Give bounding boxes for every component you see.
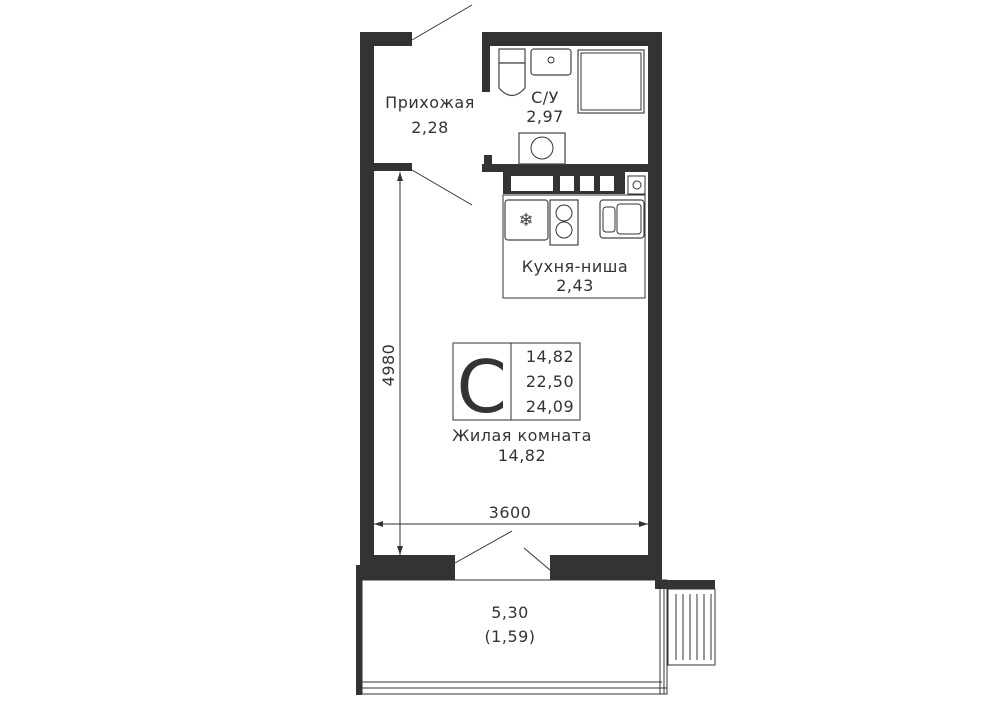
type-letter: С bbox=[457, 345, 508, 429]
bathroom-area: 2,97 bbox=[526, 107, 564, 126]
toilet-icon bbox=[498, 62, 526, 97]
balcony-area: 5,30 bbox=[491, 603, 529, 622]
door-swings bbox=[411, 4, 551, 571]
bathroom-fixtures bbox=[498, 48, 645, 165]
kitchen-sink-icon bbox=[599, 199, 645, 239]
kitchen-name: Кухня-ниша bbox=[522, 257, 628, 276]
fridge-icon bbox=[504, 199, 549, 241]
total-with-balcony-value: 24,09 bbox=[526, 397, 574, 416]
dimension-lines bbox=[374, 172, 648, 555]
total-area-value: 22,50 bbox=[526, 372, 574, 391]
living-area-value: 14,82 bbox=[526, 347, 574, 366]
summary-box: С 14,82 22,50 24,09 bbox=[452, 342, 581, 429]
height-dimension: 4980 bbox=[379, 344, 398, 387]
living-room-area: 14,82 bbox=[498, 446, 546, 465]
kitchen-fixtures: ❄ bbox=[504, 199, 645, 246]
width-dimension: 3600 bbox=[489, 503, 532, 522]
radiator-icon bbox=[667, 588, 716, 666]
kitchen-area: 2,43 bbox=[556, 276, 594, 295]
shower-tray bbox=[577, 49, 645, 114]
bathroom-name: С/У bbox=[531, 88, 559, 107]
balcony-reduced-area: (1,59) bbox=[484, 627, 535, 646]
hallway-name: Прихожая bbox=[385, 93, 475, 112]
snowflake-icon: ❄ bbox=[518, 210, 533, 231]
hallway-area: 2,28 bbox=[411, 118, 449, 137]
living-room-name: Жилая комната bbox=[452, 426, 592, 445]
toilet-tank bbox=[498, 48, 526, 64]
sink-icon bbox=[530, 48, 572, 76]
walls bbox=[360, 32, 715, 589]
kitchen-cabinets bbox=[502, 172, 646, 299]
balcony bbox=[356, 565, 716, 695]
